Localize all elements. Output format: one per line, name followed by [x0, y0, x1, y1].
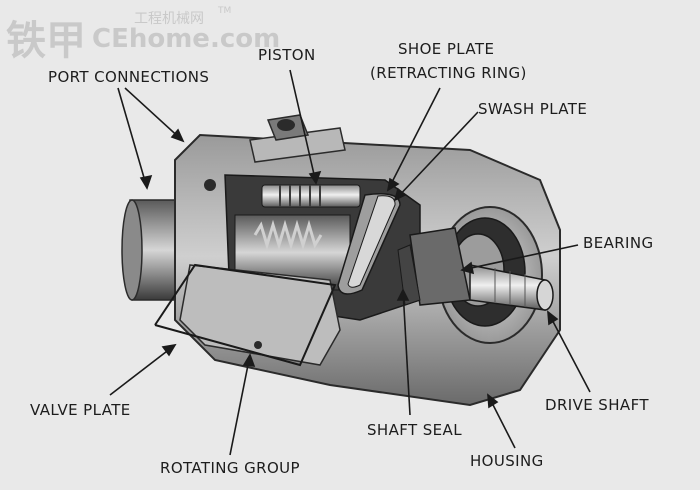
label-port-connections: PORT CONNECTIONS: [48, 68, 210, 86]
label-piston: PISTON: [258, 46, 316, 64]
piston: [261, 184, 361, 208]
watermark-brand-cn: 铁甲: [6, 18, 86, 64]
label-housing: HOUSING: [470, 452, 544, 470]
rotating-group-bracket: [154, 263, 337, 367]
label-shaft-seal: SHAFT SEAL: [367, 421, 462, 439]
label-rotating-group: ROTATING GROUP: [160, 459, 300, 477]
watermark-brand-latin: CEhome.com: [92, 24, 281, 54]
label-valve-plate: VALVE PLATE: [30, 401, 131, 419]
drive-shaft: [469, 264, 554, 311]
label-drive-shaft: DRIVE SHAFT: [545, 396, 649, 414]
label-bearing: BEARING: [583, 234, 654, 252]
return-spring: [253, 219, 323, 251]
watermark-trademark: TM: [218, 6, 232, 16]
leader-lines: [109, 69, 591, 456]
swash-plate: [337, 193, 401, 295]
watermark-logo: 铁甲 CEhome.com 工程机械网 TM: [6, 6, 280, 64]
watermark-tagline: 工程机械网: [134, 11, 204, 27]
label-shoe-plate: SHOE PLATE: [398, 40, 495, 58]
label-swash-plate: SWASH PLATE: [478, 100, 588, 118]
front-section: [179, 264, 341, 366]
label-retracting-ring: (RETRACTING RING): [370, 64, 527, 82]
